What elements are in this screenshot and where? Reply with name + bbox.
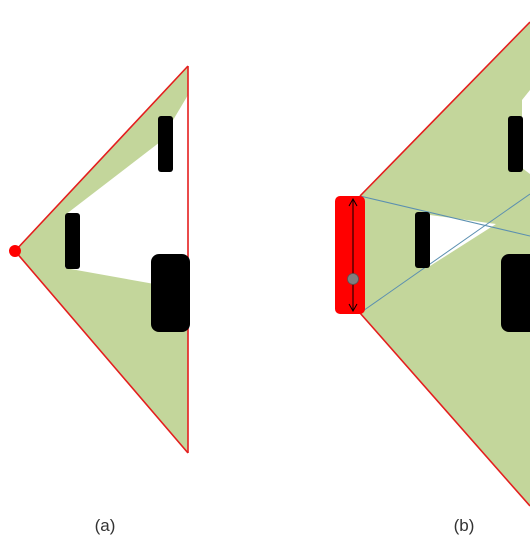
sensor-center-point bbox=[347, 273, 359, 285]
arrow-head-bottom bbox=[348, 303, 358, 313]
obstacle-b-2 bbox=[508, 116, 523, 172]
panel-b bbox=[335, 21, 530, 507]
obstacle-b-3 bbox=[501, 254, 530, 332]
panel-a bbox=[9, 65, 190, 454]
boundary-b-lower bbox=[359, 312, 530, 507]
caption-a: (a) bbox=[95, 516, 116, 535]
obstacle-a-1 bbox=[65, 213, 80, 269]
occluded-region-a bbox=[65, 95, 188, 290]
sight-line-b-2 bbox=[359, 193, 530, 314]
occluded-region-b-2 bbox=[522, 90, 530, 174]
arrow-head-top bbox=[348, 197, 358, 207]
obstacle-b-1 bbox=[415, 212, 430, 268]
segment-sensor-b bbox=[335, 196, 365, 314]
obstacle-a-3 bbox=[151, 254, 190, 332]
visibility-region-b bbox=[360, 22, 530, 506]
boundary-b-upper bbox=[359, 21, 530, 197]
sight-line-b-1 bbox=[359, 195, 530, 237]
obstacle-a-2 bbox=[158, 116, 173, 172]
caption-b: (b) bbox=[454, 516, 475, 535]
point-sensor-a bbox=[9, 245, 21, 257]
